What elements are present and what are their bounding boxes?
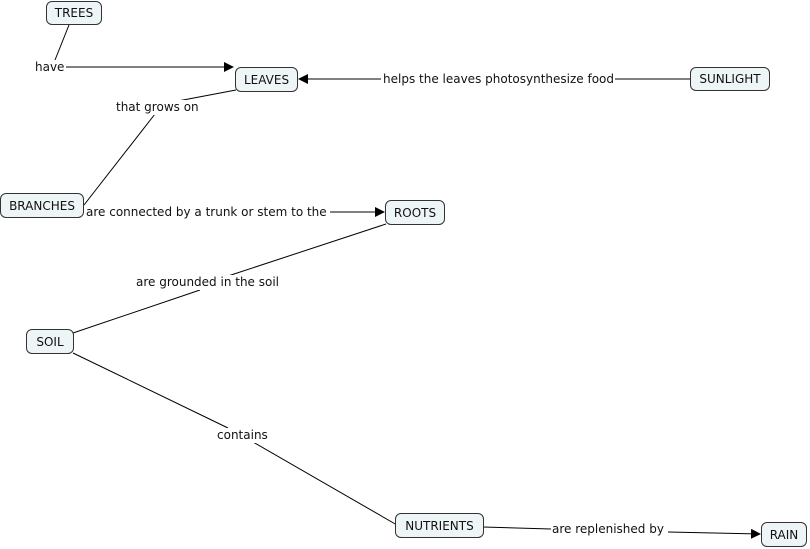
edge-roots-grounded (227, 223, 387, 277)
link-that-grows-on: that grows on (115, 100, 200, 115)
link-connected-by-trunk: are connected by a trunk or stem to the (85, 205, 328, 220)
concept-roots[interactable]: ROOTS (385, 200, 445, 225)
link-helps-photosynthesize: helps the leaves photosynthesize food (382, 72, 616, 87)
edge-nutrients-replenished (482, 526, 552, 530)
edge-grounded-soil (72, 289, 201, 334)
link-have: have (34, 60, 66, 75)
edge-grows-branches (83, 113, 156, 206)
link-contains: contains (216, 428, 269, 443)
concept-nutrients[interactable]: NUTRIENTS (395, 513, 484, 538)
edge-trees-have (54, 24, 70, 61)
concept-trees[interactable]: TREES (46, 1, 102, 25)
edge-soil-contains (72, 352, 229, 429)
concept-leaves[interactable]: LEAVES (235, 67, 298, 92)
concept-branches[interactable]: BRANCHES (0, 193, 84, 218)
concept-sunlight[interactable]: SUNLIGHT (690, 67, 770, 91)
edge-replenished-rain (667, 528, 761, 539)
link-replenished-by: are replenished by (551, 522, 665, 537)
edge-contains-nutrients (252, 441, 398, 526)
concept-soil[interactable]: SOIL (26, 329, 74, 354)
concept-rain[interactable]: RAIN (761, 522, 807, 547)
link-grounded-in-soil: are grounded in the soil (135, 275, 281, 290)
